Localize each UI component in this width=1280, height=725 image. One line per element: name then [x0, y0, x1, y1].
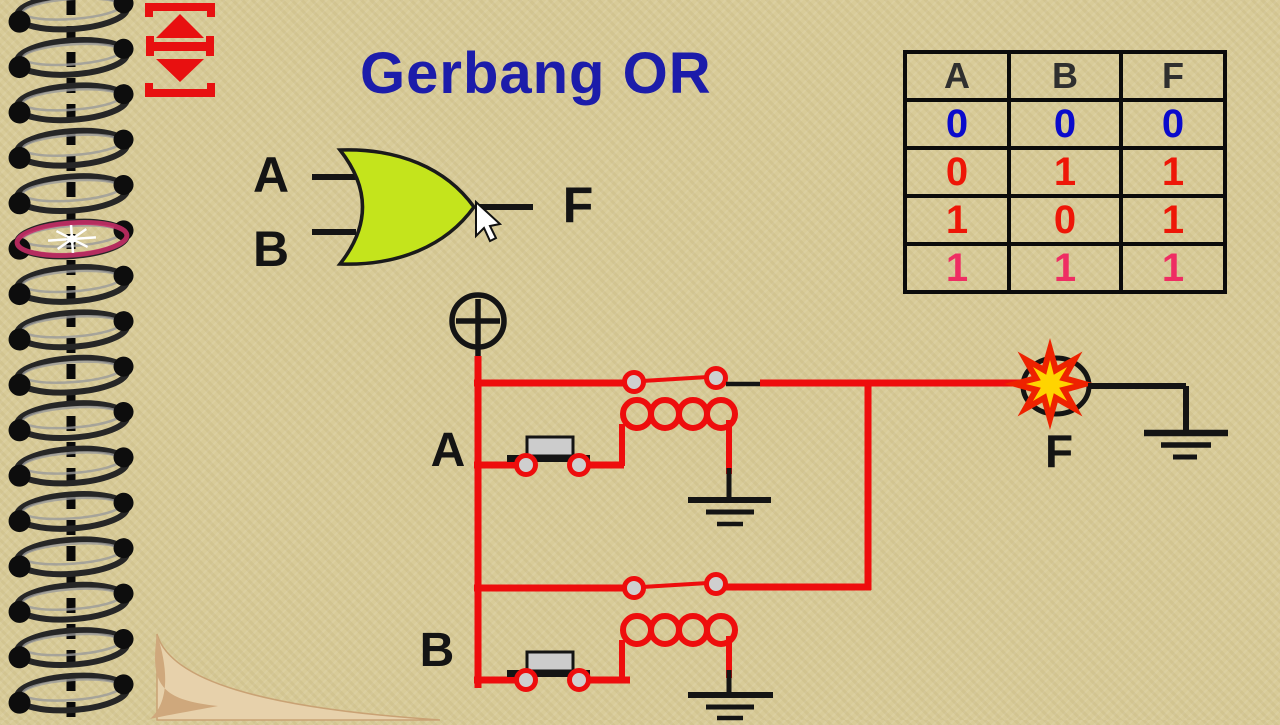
truth-table: A B F 0 0 0 0 1 1 1 0 1 1 1 1	[903, 50, 1227, 294]
truth-table-cell: 0	[1007, 194, 1123, 246]
branch-b-label: B	[420, 624, 455, 677]
truth-table-row: 0 0 0	[903, 98, 1227, 150]
burst-star-core-icon	[1026, 360, 1074, 408]
push-button-b	[507, 650, 591, 692]
or-gate-shape	[336, 148, 477, 266]
page-curl	[150, 633, 441, 721]
spiral-ring	[8, 581, 134, 623]
mouse-cursor	[475, 199, 503, 243]
spiral-binding	[0, 0, 160, 720]
truth-table-cell: 0	[903, 98, 1011, 150]
push-button-a	[507, 435, 591, 477]
slide-nav-control	[145, 3, 215, 97]
spiral-ring	[8, 309, 134, 351]
truth-table-cell: 1	[1007, 242, 1123, 294]
gate-input-b-label: B	[253, 221, 289, 277]
truth-table-cell: 1	[1119, 194, 1227, 246]
spiral-ring	[8, 491, 134, 533]
ground-symbol-b	[688, 670, 773, 721]
spiral-ring	[8, 627, 134, 669]
gate-input-a-label: A	[253, 147, 289, 203]
page-down-arrow-icon[interactable]	[156, 59, 204, 82]
page-up-arrow-icon[interactable]	[156, 14, 204, 38]
truth-table-cell: 1	[1007, 146, 1123, 198]
lamp-indicator: F	[1004, 338, 1096, 477]
truth-table-cell: 1	[903, 194, 1011, 246]
truth-table-row: 1 1 1	[903, 242, 1227, 294]
nav-divider-icon	[146, 36, 214, 56]
nav-bottom-bracket-icon	[145, 83, 215, 97]
gate-output-label: F	[563, 177, 594, 233]
branch-a-label: A	[431, 424, 466, 477]
spiral-ring	[8, 672, 134, 714]
or-gate-symbol: A B F	[253, 147, 593, 277]
spiral-ring	[8, 354, 134, 396]
spiral-ring	[8, 264, 134, 306]
lamp-ground	[1088, 383, 1228, 460]
truth-table-cell: 0	[1007, 98, 1123, 150]
truth-table-header: B	[1007, 50, 1123, 102]
spiral-ring	[8, 127, 134, 169]
highlighted-ring	[14, 220, 130, 258]
relay-contact-b	[622, 572, 728, 600]
truth-table-cell: 0	[1119, 98, 1227, 150]
spiral-ring	[8, 82, 134, 124]
relay-contact-a	[622, 366, 728, 394]
truth-table-row: 1 0 1	[903, 194, 1227, 246]
power-supply-symbol	[449, 292, 507, 362]
relay-coil-a	[619, 397, 738, 474]
truth-table-cell: 0	[903, 146, 1011, 198]
ground-symbol-a	[688, 468, 771, 527]
relay-circuit: A B	[420, 292, 1228, 721]
spiral-ring	[8, 218, 134, 260]
truth-table-cell: 1	[1119, 242, 1227, 294]
spiral-ring	[8, 37, 134, 79]
truth-table-header: A	[903, 50, 1011, 102]
spiral-ring	[8, 173, 134, 215]
truth-table-cell: 1	[903, 242, 1011, 294]
relay-coil-b	[619, 613, 738, 681]
spiral-ring	[8, 0, 134, 33]
truth-table-row: 0 1 1	[903, 146, 1227, 198]
truth-table-cell: 1	[1119, 146, 1227, 198]
spiral-ring	[8, 400, 134, 442]
page-title: Gerbang OR	[360, 41, 712, 106]
nav-top-bracket-icon	[145, 3, 215, 17]
spiral-ring	[8, 445, 134, 487]
spiral-ring	[8, 536, 134, 578]
truth-table-header-row: A B F	[903, 50, 1227, 102]
truth-table-header: F	[1119, 50, 1227, 102]
lamp-label: F	[1045, 425, 1073, 477]
